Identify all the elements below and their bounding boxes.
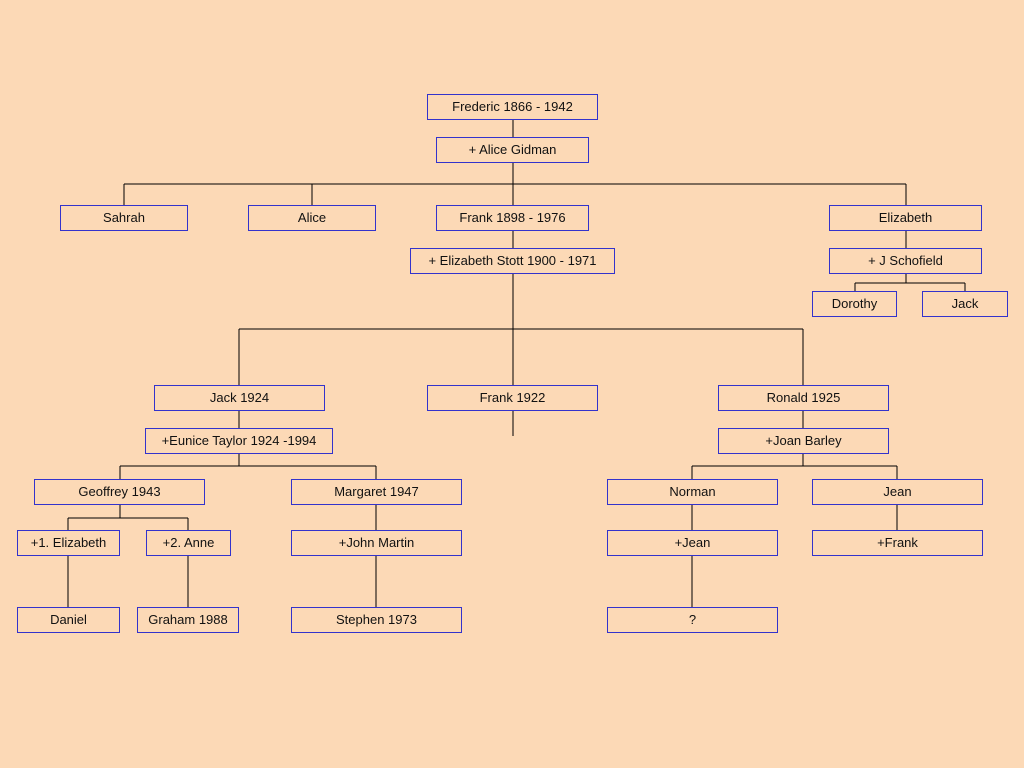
person-norman: Norman [607, 479, 778, 505]
person-unknown-child: ? [607, 607, 778, 633]
spouse-elizabeth-1: +1. Elizabeth [17, 530, 120, 556]
spouse-eunice-taylor: +Eunice Taylor 1924 -1994 [145, 428, 333, 454]
person-graham-1988: Graham 1988 [137, 607, 239, 633]
person-elizabeth: Elizabeth [829, 205, 982, 231]
spouse-john-martin: +John Martin [291, 530, 462, 556]
person-sahrah: Sahrah [60, 205, 188, 231]
spouse-frank: +Frank [812, 530, 983, 556]
spouse-joan-barley: +Joan Barley [718, 428, 889, 454]
spouse-anne-2: +2. Anne [146, 530, 231, 556]
spouse-alice-gidman: + Alice Gidman [436, 137, 589, 163]
person-jack-schofield: Jack [922, 291, 1008, 317]
person-stephen-1973: Stephen 1973 [291, 607, 462, 633]
spouse-elizabeth-stott: + Elizabeth Stott 1900 - 1971 [410, 248, 615, 274]
person-jean: Jean [812, 479, 983, 505]
person-frank-1922: Frank 1922 [427, 385, 598, 411]
person-frank-1898: Frank 1898 - 1976 [436, 205, 589, 231]
person-frederic: Frederic 1866 - 1942 [427, 94, 598, 120]
person-daniel: Daniel [17, 607, 120, 633]
person-alice: Alice [248, 205, 376, 231]
person-geoffrey-1943: Geoffrey 1943 [34, 479, 205, 505]
person-jack-1924: Jack 1924 [154, 385, 325, 411]
person-margaret-1947: Margaret 1947 [291, 479, 462, 505]
spouse-jean: +Jean [607, 530, 778, 556]
spouse-j-schofield: + J Schofield [829, 248, 982, 274]
person-ronald-1925: Ronald 1925 [718, 385, 889, 411]
person-dorothy: Dorothy [812, 291, 897, 317]
